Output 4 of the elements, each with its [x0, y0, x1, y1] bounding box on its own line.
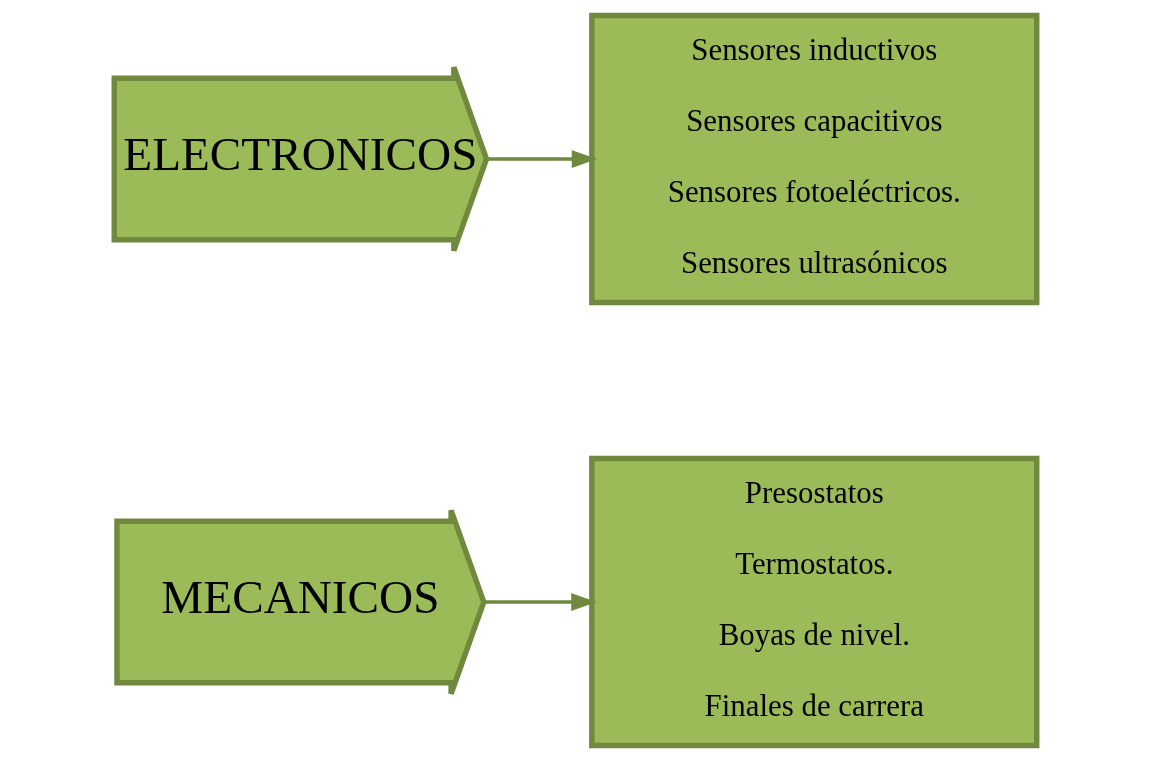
- arrow: [486, 150, 597, 168]
- arrow: [483, 593, 597, 611]
- node-box: Presostatos Termostatos. Boyas de nivel. Finales de carrera: [588, 455, 1039, 749]
- node-box: Sensores inductivos Sensores capacitivos Sensores fotoeléctricos. Sensores ultrasónicos: [588, 12, 1039, 306]
